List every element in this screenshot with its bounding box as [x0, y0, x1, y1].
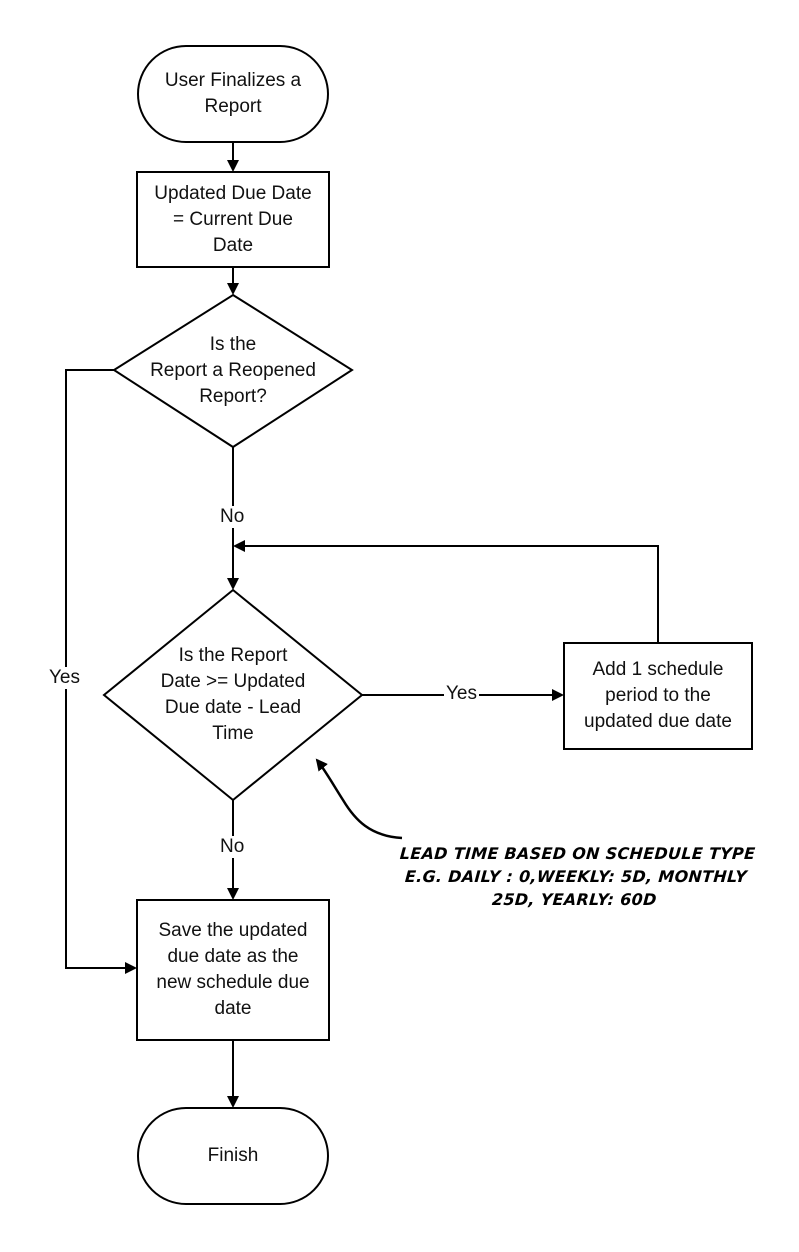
- save-box: [136, 899, 330, 1041]
- save-label: Save the updated due date as the new sch…: [156, 920, 310, 1019]
- start-label: User Finalizes a Report: [164, 70, 302, 117]
- save-step: Save the updated due date as the new sch…: [137, 900, 329, 1040]
- is-reopened-label: Is the Report a Reopened Report?: [150, 334, 316, 407]
- set-updated-due-date-box: [136, 171, 330, 268]
- is-reopened-decision: Is the Report a Reopened Report?: [114, 295, 352, 447]
- reopened-no-label: No: [218, 506, 247, 528]
- finish-terminal-shape: [137, 1107, 329, 1205]
- finish-label: Finish: [207, 1145, 259, 1166]
- lead-time-note: Lead time based on schedule type e.g. Da…: [399, 844, 756, 909]
- report-date-no-label: No: [218, 836, 247, 858]
- note-callout-arrow: [315, 758, 403, 840]
- is-report-date-label: Is the Report Date >= Updated Due date -…: [160, 645, 306, 744]
- add-period-label: Add 1 schedule period to the updated due…: [584, 659, 732, 732]
- reopened-yes-label: Yes: [47, 667, 82, 689]
- edge-loop-back: [233, 540, 659, 643]
- add-period-box: [563, 642, 753, 750]
- finish-terminal: Finish: [138, 1108, 328, 1204]
- add-period-step: Add 1 schedule period to the updated due…: [564, 643, 752, 749]
- set-updated-due-date-label: Updated Due Date = Current Due Date: [154, 182, 312, 256]
- is-report-date-decision: Is the Report Date >= Updated Due date -…: [104, 590, 362, 800]
- report-date-yes-label: Yes: [444, 683, 479, 705]
- start-terminal: User Finalizes a Report: [138, 46, 328, 142]
- set-updated-due-date-step: Updated Due Date = Current Due Date: [137, 172, 329, 267]
